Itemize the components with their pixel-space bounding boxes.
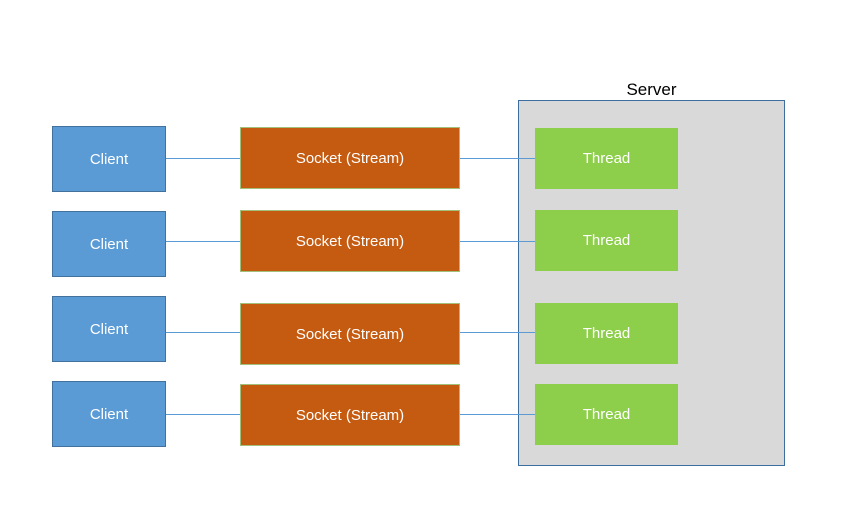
socket-box-3[interactable]: Socket (Stream) [240, 303, 460, 365]
socket-label-3: Socket (Stream) [295, 325, 405, 343]
connector-socket-thread-3 [460, 332, 535, 333]
connector-socket-thread-1 [460, 158, 535, 159]
socket-label-1: Socket (Stream) [295, 149, 405, 167]
thread-label-1: Thread [582, 150, 631, 167]
client-box-1[interactable]: Client [52, 126, 166, 192]
socket-box-2[interactable]: Socket (Stream) [240, 210, 460, 272]
connector-socket-thread-2 [460, 241, 535, 242]
connector-client-socket-2 [166, 241, 240, 242]
connector-client-socket-4 [166, 414, 240, 415]
socket-label-2: Socket (Stream) [295, 232, 405, 250]
socket-box-4[interactable]: Socket (Stream) [240, 384, 460, 446]
thread-box-1[interactable]: Thread [535, 128, 678, 189]
thread-label-3: Thread [582, 325, 631, 342]
socket-box-1[interactable]: Socket (Stream) [240, 127, 460, 189]
connector-client-socket-1 [166, 158, 240, 159]
client-label-2: Client [89, 235, 129, 253]
thread-box-4[interactable]: Thread [535, 384, 678, 445]
thread-box-3[interactable]: Thread [535, 303, 678, 364]
thread-box-2[interactable]: Thread [535, 210, 678, 271]
client-label-4: Client [89, 405, 129, 423]
client-label-3: Client [89, 320, 129, 338]
server-group-label: Server [626, 80, 677, 99]
thread-label-2: Thread [582, 232, 631, 249]
socket-label-4: Socket (Stream) [295, 406, 405, 424]
client-box-2[interactable]: Client [52, 211, 166, 277]
client-box-3[interactable]: Client [52, 296, 166, 362]
client-label-1: Client [89, 150, 129, 168]
client-box-4[interactable]: Client [52, 381, 166, 447]
thread-label-4: Thread [582, 406, 631, 423]
connector-socket-thread-4 [460, 414, 535, 415]
connector-client-socket-3 [166, 332, 240, 333]
